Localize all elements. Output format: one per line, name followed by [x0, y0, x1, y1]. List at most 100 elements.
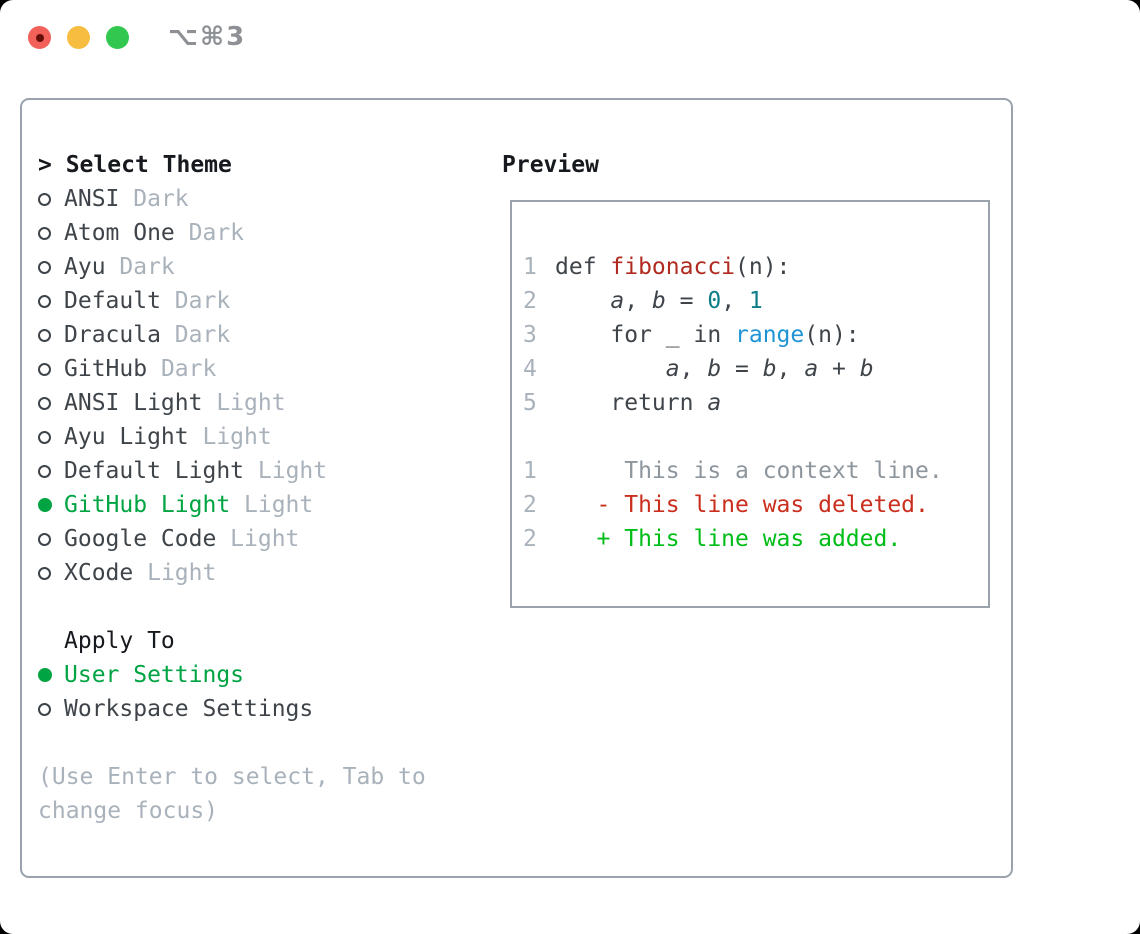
radio-icon — [38, 226, 51, 240]
radio-selected-icon — [38, 668, 52, 682]
apply-to-label: Apply To — [64, 628, 175, 654]
preview-code-line: 1 This is a context line. — [523, 454, 988, 488]
window-title: ⌥⌘3 — [168, 22, 247, 52]
theme-option[interactable]: GitHub Dark — [38, 352, 478, 386]
option-variant-tag: Dark — [174, 288, 231, 314]
code-text: This is a context line. — [555, 458, 943, 484]
theme-option[interactable]: GitHub Light Light — [38, 488, 478, 522]
option-label: Google Code — [64, 526, 231, 552]
radio-icon — [38, 464, 51, 478]
option-label: Workspace Settings — [64, 696, 314, 722]
theme-option[interactable]: Default Dark — [38, 284, 478, 318]
option-variant-tag: Light — [147, 560, 217, 586]
option-label: GitHub Light — [64, 492, 245, 518]
option-label: ANSI Light — [64, 390, 217, 416]
line-number: 3 — [523, 322, 537, 348]
apply-to-header: Apply To — [38, 624, 478, 658]
theme-option[interactable]: Atom One Dark — [38, 216, 478, 250]
code-text: a, b = b, a + b — [665, 356, 874, 382]
option-variant-tag: Dark — [160, 356, 217, 382]
apply-to-option[interactable]: User Settings — [38, 658, 478, 692]
code-text: a, b = 0, 1 — [610, 288, 763, 314]
option-variant-tag: Light — [257, 458, 328, 484]
radio-icon — [38, 396, 51, 410]
option-variant-tag: Light — [216, 390, 286, 416]
preview-code-line: 5 return a — [523, 386, 988, 420]
theme-option[interactable]: Dracula Dark — [38, 318, 478, 352]
option-variant-tag: Light — [244, 492, 314, 518]
line-number: 5 — [523, 390, 537, 416]
code-text: - This line was deleted. — [555, 492, 929, 518]
option-variant-tag: Dark — [133, 186, 189, 212]
preview-code-line: 4 a, b = b, a + b — [523, 352, 988, 386]
keyboard-hint: (Use Enter to select, Tab to change focu… — [38, 764, 426, 824]
select-theme-header: > Select Theme — [38, 148, 478, 182]
preview-code-line — [523, 420, 988, 454]
theme-option[interactable]: XCode Light — [38, 556, 478, 590]
preview-code-line: 3 for _ in range(n): — [523, 318, 988, 352]
line-number: 2 — [523, 526, 537, 552]
preview-code-line: 1 def fibonacci(n): — [523, 250, 988, 284]
line-number: 4 — [523, 356, 537, 382]
theme-option[interactable]: Default Light Light — [38, 454, 478, 488]
preview-code-line: 2 + This line was added. — [523, 522, 988, 556]
theme-option[interactable]: ANSI Dark — [38, 182, 478, 216]
apply-to-option[interactable]: Workspace Settings — [38, 692, 478, 726]
line-number: 2 — [523, 288, 537, 314]
radio-icon — [38, 702, 51, 716]
zoom-button[interactable] — [106, 26, 129, 49]
prompt-icon: > — [38, 152, 66, 178]
option-label: Dracula — [64, 322, 175, 348]
code-text: return a — [555, 390, 722, 416]
line-number: 2 — [523, 492, 537, 518]
option-label: Ayu Light — [64, 424, 203, 450]
option-variant-tag: Dark — [119, 254, 175, 280]
option-label: Default Light — [64, 458, 258, 484]
radio-icon — [38, 294, 51, 308]
line-number — [523, 420, 555, 454]
option-label: XCode — [64, 560, 148, 586]
radio-icon — [38, 430, 51, 444]
option-label: Default — [64, 288, 175, 314]
code-text: + This line was added. — [555, 526, 902, 552]
option-variant-tag: Dark — [174, 322, 231, 348]
traffic-lights — [28, 26, 129, 49]
option-label: Ayu — [64, 254, 120, 280]
minimize-button[interactable] — [67, 26, 90, 49]
radio-icon — [38, 192, 51, 206]
option-variant-tag: Light — [202, 424, 272, 450]
radio-icon — [38, 328, 51, 342]
theme-option[interactable]: ANSI Light Light — [38, 386, 478, 420]
radio-icon — [38, 260, 51, 274]
option-variant-tag: Light — [230, 526, 300, 552]
close-button[interactable] — [28, 26, 51, 49]
radio-icon — [38, 362, 51, 376]
theme-option[interactable]: Ayu Light Light — [38, 420, 478, 454]
radio-selected-icon — [38, 498, 52, 512]
code-text: for _ in range(n): — [555, 322, 860, 348]
line-number: 1 — [523, 458, 537, 484]
code-text: def fibonacci(n): — [555, 254, 791, 280]
preview-header: Preview — [502, 152, 599, 178]
preview-code-line: 2 a, b = 0, 1 — [523, 284, 988, 318]
option-label: Atom One — [64, 220, 189, 246]
radio-icon — [38, 532, 51, 546]
option-label: User Settings — [64, 662, 245, 688]
radio-icon — [38, 566, 51, 580]
option-variant-tag: Dark — [188, 220, 245, 246]
theme-option[interactable]: Ayu Dark — [38, 250, 478, 284]
titlebar: ⌥⌘3 — [0, 0, 1140, 75]
line-number: 1 — [523, 254, 537, 280]
option-label: ANSI — [64, 186, 134, 212]
theme-option[interactable]: Google Code Light — [38, 522, 478, 556]
preview-code-line: 2 - This line was deleted. — [523, 488, 988, 522]
option-label: GitHub — [64, 356, 161, 382]
